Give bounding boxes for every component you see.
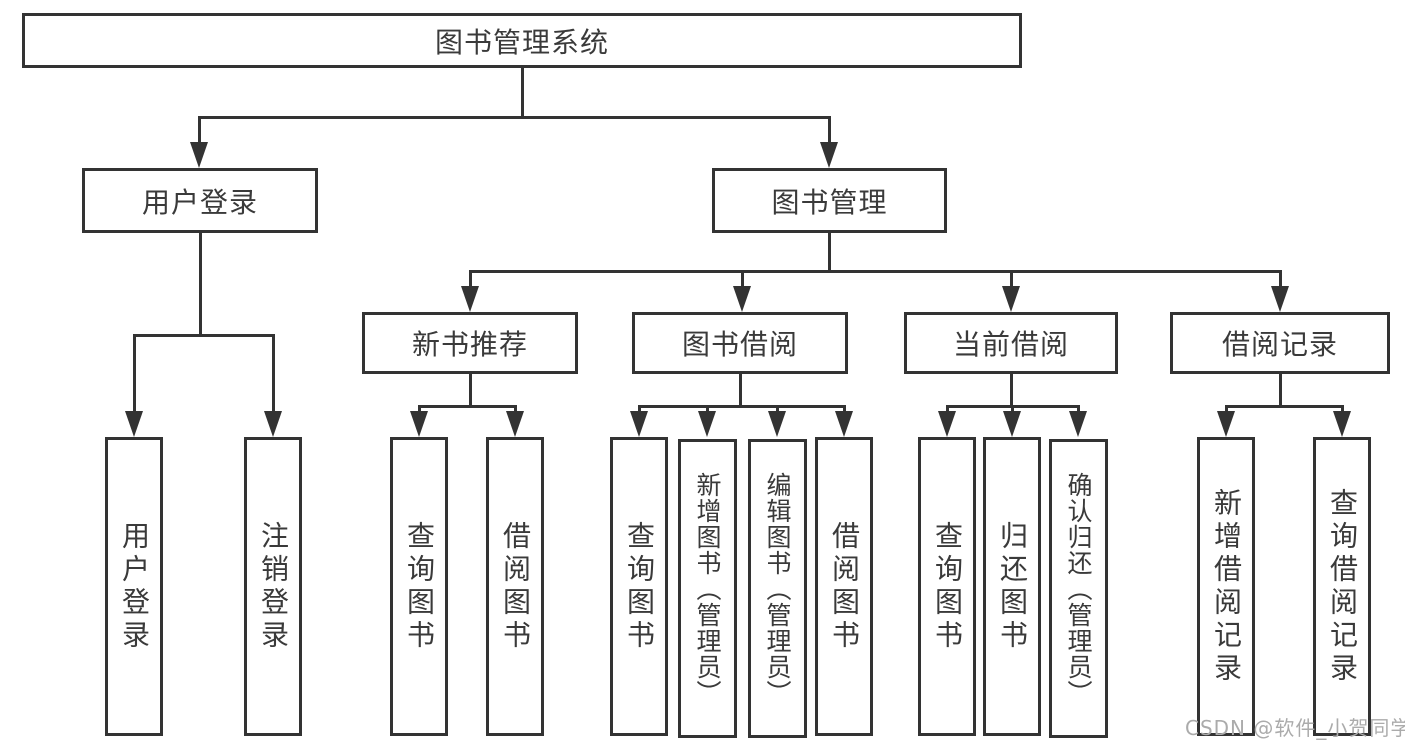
leaf-borrow-query-book: 查询图书 [610,437,668,736]
node-user-login: 用户登录 [82,168,318,233]
arrowhead-down-icon [1002,286,1020,312]
arrowhead-down-icon [1271,286,1289,312]
node-label: 查询借阅记录 [1326,487,1359,686]
node-label: 查询图书 [623,520,656,653]
leaf-newbook-borrow-book: 借阅图书 [486,437,544,736]
edge-line-vertical [521,68,524,117]
node-label: 用户登录 [118,520,151,653]
node-label: 借阅记录 [1221,328,1338,361]
edge-line-horizontal [133,334,275,337]
edge-line-vertical [1225,406,1228,414]
edge-line-vertical [706,406,709,414]
node-new-book-recommend: 新书推荐 [362,312,578,374]
leaf-add-borrow-record: 新增借阅记录 [1197,437,1255,736]
edge-line-vertical [1279,271,1282,289]
edge-line-vertical [776,406,779,414]
arrowhead-down-icon [698,411,716,437]
node-root-library-system: 图书管理系统 [22,13,1022,68]
arrowhead-down-icon [264,411,282,437]
node-current-borrow: 当前借阅 [904,312,1118,374]
leaf-edit-book-admin: 编辑图书（管理员） [748,439,807,738]
arrowhead-down-icon [820,142,838,168]
arrowhead-down-icon [938,411,956,437]
arrowhead-down-icon [506,411,524,437]
edge-line-vertical [828,117,831,145]
node-label: 新增图书（管理员） [693,471,722,706]
leaf-add-book-admin: 新增图书（管理员） [678,439,737,738]
node-label: 查询图书 [931,520,964,653]
edge-line-vertical [843,406,846,414]
node-book-management: 图书管理 [712,168,947,233]
node-label: 用户登录 [141,185,258,219]
node-label: 查询图书 [403,520,436,653]
node-label: 借阅图书 [499,520,532,653]
arrowhead-down-icon [1333,411,1351,437]
edge-line-vertical [1011,406,1014,414]
edge-line-horizontal [638,405,846,408]
node-label: 注销登录 [257,520,290,653]
arrowhead-down-icon [1069,411,1087,437]
leaf-confirm-return-admin: 确认归还（管理员） [1049,439,1108,738]
edge-line-vertical [199,233,202,337]
edge-line-vertical [1341,406,1344,414]
edge-line-vertical [272,335,275,414]
edge-line-vertical [1279,374,1282,408]
edge-line-horizontal [1225,405,1344,408]
edge-line-vertical [828,233,831,273]
arrowhead-down-icon [768,411,786,437]
edge-line-horizontal [418,405,517,408]
arrowhead-down-icon [1217,411,1235,437]
edge-line-vertical [946,406,949,414]
edge-line-vertical [1010,374,1013,408]
node-label: 图书管理 [771,185,888,219]
node-book-borrow: 图书借阅 [632,312,848,374]
arrowhead-down-icon [630,411,648,437]
leaf-query-borrow-record: 查询借阅记录 [1313,437,1371,736]
edge-line-vertical [1077,406,1080,414]
edge-line-vertical [133,335,136,414]
node-label: 当前借阅 [952,328,1069,361]
node-label: 借阅图书 [828,520,861,653]
edge-line-vertical [741,271,744,289]
leaf-borrow-book: 借阅图书 [815,437,873,736]
edge-line-horizontal [469,270,1282,273]
arrowhead-down-icon [1003,411,1021,437]
edge-line-vertical [638,406,641,414]
leaf-user-login: 用户登录 [105,437,163,736]
node-label: 归还图书 [996,520,1029,653]
node-label: 新增借阅记录 [1210,487,1243,686]
node-borrow-record: 借阅记录 [1170,312,1390,374]
edge-line-vertical [739,374,742,408]
arrowhead-down-icon [733,286,751,312]
node-label: 确认归还（管理员） [1064,471,1093,706]
edge-line-vertical [418,406,421,414]
node-label: 编辑图书（管理员） [763,471,792,706]
edge-line-vertical [469,374,472,408]
node-label: 图书管理系统 [434,25,609,59]
leaf-logout: 注销登录 [244,437,302,736]
leaf-return-book: 归还图书 [983,437,1041,736]
leaf-newbook-query-book: 查询图书 [390,437,448,736]
arrowhead-down-icon [410,411,428,437]
edge-line-vertical [1010,271,1013,289]
edge-line-horizontal [946,405,1080,408]
csdn-watermark: CSDN @软件_小贺同学 [1185,716,1405,740]
edge-line-horizontal [198,116,831,119]
arrowhead-down-icon [125,411,143,437]
edge-line-vertical [514,406,517,414]
arrowhead-down-icon [835,411,853,437]
node-label: 新书推荐 [411,328,528,361]
leaf-current-query-book: 查询图书 [918,437,976,736]
edge-line-vertical [469,271,472,289]
edge-line-vertical [198,117,201,145]
node-label: 图书借阅 [681,328,798,361]
arrowhead-down-icon [190,142,208,168]
arrowhead-down-icon [461,286,479,312]
